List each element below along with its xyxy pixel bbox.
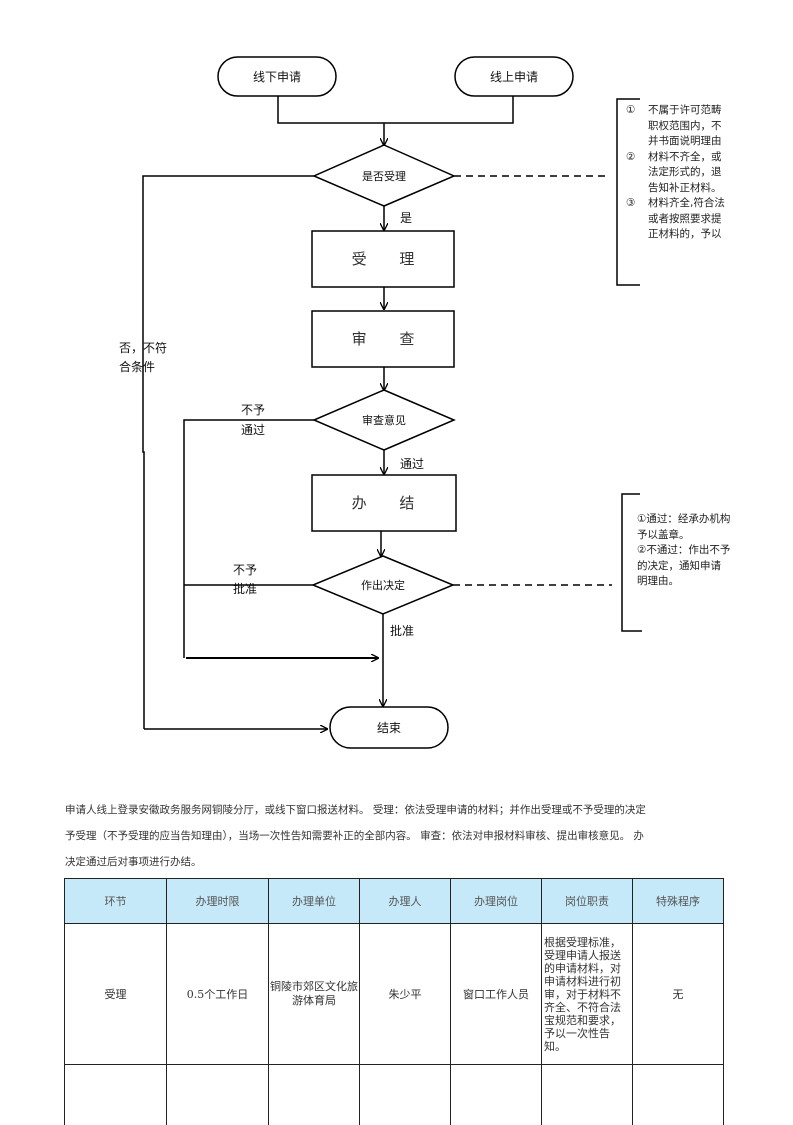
cell-empty	[542, 1065, 633, 1125]
header-special: 特殊程序	[633, 879, 724, 924]
not-approve-label-line1: 不予	[233, 563, 257, 577]
note-line: 正材料的，予以	[648, 227, 733, 243]
table-row	[65, 1065, 724, 1125]
reject-label-line2: 合条件	[119, 359, 155, 374]
note-line: 告知补正材料。	[648, 181, 733, 197]
offline-apply-label: 线下申请	[253, 70, 301, 84]
review-opinion-label: 审查意见	[362, 413, 406, 427]
not-approve-label-line2: 批准	[233, 581, 257, 596]
accept-conditions-note: ① 不属于许可范畴 职权范围内，不 并书面说明理由 ② 材料不齐全，或 法定形式…	[626, 103, 733, 283]
note-line: 材料不齐全，或	[648, 150, 733, 166]
end-label: 结束	[377, 721, 401, 735]
cell-empty	[65, 1065, 167, 1125]
note-item: ① 不属于许可范畴 职权范围内，不 并书面说明理由	[626, 103, 733, 150]
note-line: 材料齐全,符合法	[648, 196, 733, 212]
cell-special: 无	[633, 924, 724, 1065]
cell-handler: 朱少平	[360, 924, 451, 1065]
header-position: 办理岗位	[451, 879, 542, 924]
unit-text: 铜陵市郊区文化旅游体育局	[269, 980, 359, 1008]
note-line: 予以盖章。	[637, 528, 733, 544]
pass-label: 通过	[400, 457, 424, 471]
process-description: 申请人线上登录安徽政务服务网铜陵分厅，或线下窗口报送材料。 受理：依法受理申请的…	[65, 797, 731, 875]
note-line: 不属于许可范畴	[648, 103, 733, 119]
circled-number: ③	[626, 196, 635, 212]
note-line: 职权范围内，不	[648, 119, 733, 135]
decision-note: ①通过：经承办机构 予以盖章。 ②不通过：作出不予 的决定，通知申请 明理由。	[637, 512, 733, 622]
complete-step-label: 办 结	[352, 494, 429, 512]
online-apply-label: 线上申请	[490, 70, 538, 84]
process-table: 环节 办理时限 办理单位 办理人 办理岗位 岗位职责 特殊程序 受理 0.5个工…	[64, 878, 724, 1125]
circled-number: ②	[626, 150, 635, 166]
header-unit: 办理单位	[269, 879, 360, 924]
accept-step-label: 受 理	[352, 250, 429, 268]
cell-empty	[451, 1065, 542, 1125]
cell-stage: 受理	[65, 924, 167, 1065]
table-row: 受理 0.5个工作日 铜陵市郊区文化旅游体育局 朱少平 窗口工作人员 根据受理标…	[65, 924, 724, 1065]
description-line: 予受理（不予受理的应当告知理由），当场一次性告知需要补正的全部内容。 审查：依法…	[65, 823, 731, 849]
cell-unit: 铜陵市郊区文化旅游体育局	[269, 924, 360, 1065]
description-line: 决定通过后对事项进行办结。	[65, 849, 731, 875]
not-pass-label-line2: 通过	[241, 423, 265, 437]
note-line: ②不通过：作出不予	[637, 543, 733, 559]
note-line: 的决定，通知申请	[637, 559, 733, 575]
not-pass-label-line1: 不予	[241, 403, 265, 417]
header-duty: 岗位职责	[542, 879, 633, 924]
cell-empty	[360, 1065, 451, 1125]
cell-position: 窗口工作人员	[451, 924, 542, 1065]
cell-empty	[633, 1065, 724, 1125]
note-line: 或者按照要求提	[648, 212, 733, 228]
cell-duty: 根据受理标准，受理申请人报送的申请材料，对申请材料进行初审，对于材料不齐全、不符…	[542, 924, 633, 1065]
reject-label-line1: 否，不符	[119, 340, 167, 355]
header-handler: 办理人	[360, 879, 451, 924]
description-line: 申请人线上登录安徽政务服务网铜陵分厅，或线下窗口报送材料。 受理：依法受理申请的…	[65, 797, 731, 823]
cell-empty	[167, 1065, 269, 1125]
note-line: ①通过：经承办机构	[637, 512, 733, 528]
circled-number: ①	[626, 103, 635, 119]
cell-empty	[269, 1065, 360, 1125]
yes-label: 是	[400, 211, 412, 225]
note-item: ② 材料不齐全，或 法定形式的，退 告知补正材料。	[626, 150, 733, 197]
header-stage: 环节	[65, 879, 167, 924]
header-time-limit: 办理时限	[167, 879, 269, 924]
duty-text: 根据受理标准，受理申请人报送的申请材料，对申请材料进行初审，对于材料不齐全、不符…	[542, 936, 632, 1053]
note-line: 明理由。	[637, 574, 733, 590]
note-line: 法定形式的，退	[648, 165, 733, 181]
not-pass-branch-line	[184, 420, 314, 658]
approve-label: 批准	[390, 623, 414, 638]
accept-check-label: 是否受理	[362, 170, 406, 183]
merge-connector	[278, 96, 513, 123]
note-line: 并书面说明理由	[648, 134, 733, 150]
table-header-row: 环节 办理时限 办理单位 办理人 办理岗位 岗位职责 特殊程序	[65, 879, 724, 924]
cell-time-limit: 0.5个工作日	[167, 924, 269, 1065]
reject-branch-line	[143, 176, 314, 729]
review-step-label: 审 查	[352, 330, 429, 348]
note-item: ③ 材料齐全,符合法 或者按照要求提 正材料的，予以	[626, 196, 733, 243]
make-decision-label: 作出决定	[361, 578, 405, 592]
